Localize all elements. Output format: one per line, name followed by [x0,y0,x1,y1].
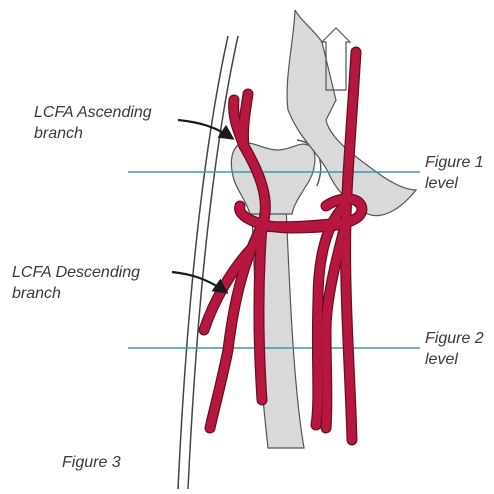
level2-line-1: Figure 2 [425,328,484,349]
level1-line-2: level [425,173,484,194]
level2-line-2: level [425,349,484,370]
ascending-pointer-arrow [178,120,232,138]
descending-label-line-2: branch [12,283,140,304]
ascending-label-line-1: LCFA Ascending [34,102,152,123]
pelvis-arrow-shape [322,28,350,90]
descending-label-line-1: LCFA Descending [12,262,140,283]
figure-caption: Figure 3 [62,452,121,473]
level1-line-1: Figure 1 [425,152,484,173]
figure-2-level-label: Figure 2 level [425,328,484,370]
descending-branch-label: LCFA Descending branch [12,262,140,304]
ascending-branch-label: LCFA Ascending branch [34,102,152,144]
ascending-label-line-2: branch [34,123,152,144]
figure-1-level-label: Figure 1 level [425,152,484,194]
